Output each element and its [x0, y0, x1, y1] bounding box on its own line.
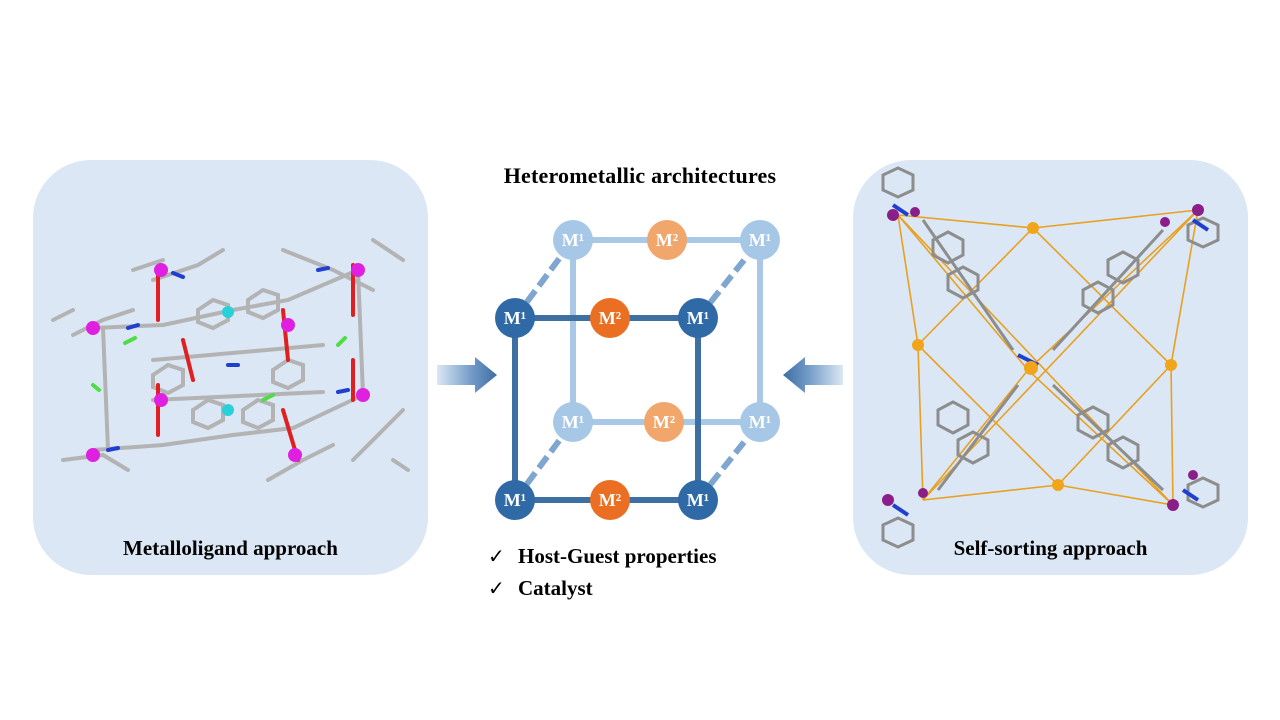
node-back-bottom-mid: M²: [644, 402, 684, 442]
node-back-bottom-right: M¹: [740, 402, 780, 442]
node-back-top-mid: M²: [647, 220, 687, 260]
list-item: ✓ Host-Guest properties: [488, 540, 717, 572]
node-label: M¹: [562, 230, 584, 250]
check-icon: ✓: [488, 544, 505, 568]
check-icon: ✓: [488, 576, 505, 600]
bullet-text: Catalyst: [518, 575, 593, 600]
node-label: M¹: [562, 412, 584, 432]
node-label: M²: [599, 490, 621, 510]
node-label: M¹: [749, 230, 771, 250]
node-back-top-right: M¹: [740, 220, 780, 260]
bullet-text: Host-Guest properties: [518, 543, 717, 568]
node-front-bottom-left: M¹: [495, 480, 535, 520]
metalloligand-panel: Metalloligand approach: [33, 160, 428, 575]
left-panel-caption: Metalloligand approach: [123, 536, 338, 560]
arrow-left-icon: [783, 357, 843, 393]
node-label: M¹: [749, 412, 771, 432]
node-label: M¹: [504, 490, 526, 510]
node-label: M²: [599, 308, 621, 328]
node-back-bottom-left: M¹: [553, 402, 593, 442]
right-panel-caption: Self-sorting approach: [953, 536, 1148, 560]
node-front-top-mid: M²: [590, 298, 630, 338]
node-label: M²: [656, 230, 678, 250]
node-front-bottom-mid: M²: [590, 480, 630, 520]
node-front-bottom-right: M¹: [678, 480, 718, 520]
metalloligand-structure-image: [51, 238, 410, 482]
node-front-top-left: M¹: [495, 298, 535, 338]
heterometallic-cube-diagram: M¹ M² M¹ M¹ M² M¹ M¹ M² M¹ M¹ M²: [495, 220, 780, 520]
property-list: ✓ Host-Guest properties ✓ Catalyst: [488, 540, 717, 604]
node-label: M¹: [687, 490, 709, 510]
self-sorting-structure-image: [881, 166, 1220, 549]
node-label: M¹: [504, 308, 526, 328]
node-label: M¹: [687, 308, 709, 328]
node-label: M²: [653, 412, 675, 432]
list-item: ✓ Catalyst: [488, 572, 717, 604]
node-back-top-left: M¹: [553, 220, 593, 260]
self-sorting-panel: Self-sorting approach: [853, 160, 1248, 575]
arrow-right-icon: [437, 357, 497, 393]
node-front-top-right: M¹: [678, 298, 718, 338]
depth-edges: [512, 238, 763, 502]
diagram-title: Heterometallic architectures: [503, 163, 777, 188]
